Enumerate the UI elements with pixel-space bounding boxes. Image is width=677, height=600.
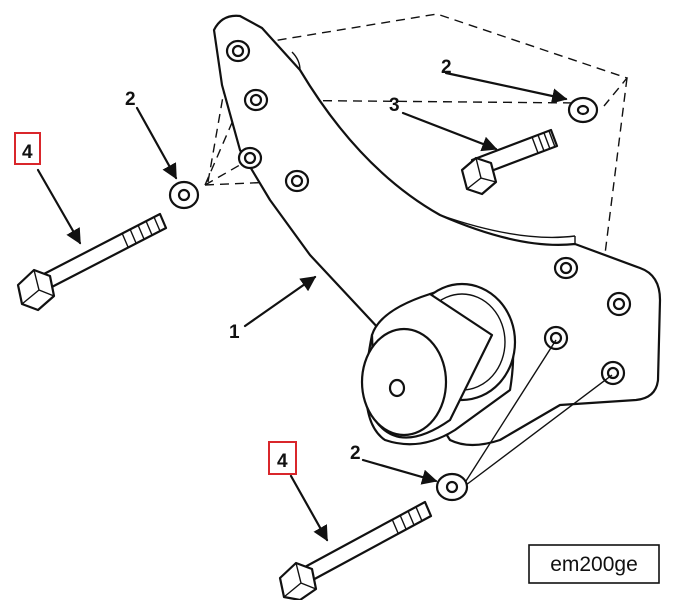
bolt-lower: [278, 500, 433, 600]
washer-left: [168, 180, 200, 210]
callout-washer-upper: 2: [441, 57, 452, 78]
callout-labels: 2 3 2 4 1 2 4: [22, 57, 452, 472]
engine-mount-bracket: [212, 14, 662, 447]
figure-id-label: em200ge: [550, 553, 638, 576]
figure-id-box: em200ge: [528, 544, 660, 584]
highlight-box-bolt-lower: [268, 441, 297, 475]
lower-guide-lines: [465, 339, 613, 486]
callout-bolt-upper: 3: [389, 95, 400, 116]
washer-upper: [567, 96, 599, 124]
bolt-left: [16, 212, 168, 312]
leader-arrows: [36, 71, 568, 542]
callout-washer-lower: 2: [350, 443, 361, 464]
bolt-upper: [460, 128, 559, 196]
callout-bolt-lower: 4: [277, 451, 288, 472]
callout-washer-left: 2: [125, 89, 136, 110]
callout-bolt-left: 4: [22, 142, 33, 163]
highlight-box-bolt-left: [14, 132, 41, 165]
washer-lower: [435, 472, 469, 502]
callout-bracket: 1: [229, 322, 240, 343]
highlight-boxes: [14, 132, 297, 475]
